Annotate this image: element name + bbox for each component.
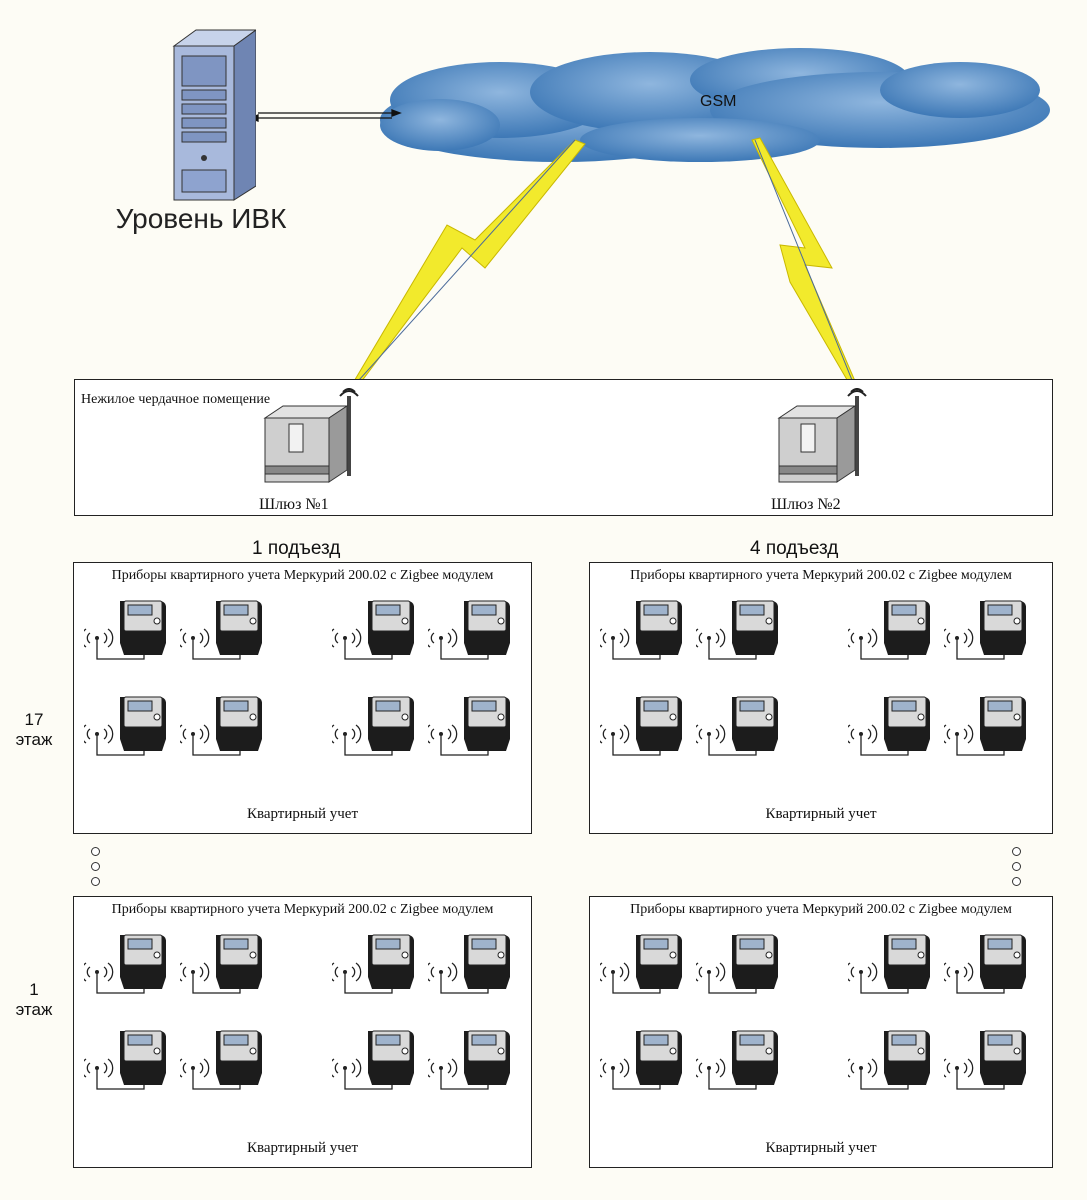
electricity-meter-icon — [844, 593, 936, 665]
electricity-meter-icon — [80, 1023, 172, 1095]
electricity-meter-icon — [328, 593, 420, 665]
electricity-meter-icon — [940, 1023, 1032, 1095]
floor-1-label: 1 этаж — [4, 980, 64, 1020]
panel-footer: Квартирный учет — [246, 806, 359, 822]
gateway-icon — [263, 388, 359, 483]
electricity-meter-icon — [844, 689, 936, 761]
electricity-meter-icon — [176, 927, 268, 999]
panel-title: Приборы квартирного учета Меркурий 200.0… — [630, 568, 1012, 583]
ellipsis-dots-left — [91, 843, 103, 892]
electricity-meter-icon — [596, 1023, 688, 1095]
electricity-meter-icon — [940, 927, 1032, 999]
gateway-2-label: Шлюз №2 — [771, 496, 841, 513]
panel-entrance-1-floor-1: Приборы квартирного учета Меркурий 200.0… — [73, 896, 532, 1168]
attic-room-box: Нежилое чердачное помещение Шлюз №1 Шлюз… — [74, 379, 1053, 516]
gsm-label: GSM — [700, 93, 737, 110]
cloud-icon — [380, 48, 1050, 162]
electricity-meter-icon — [940, 689, 1032, 761]
lightning-bolt-1 — [349, 139, 586, 391]
electricity-meter-icon — [844, 927, 936, 999]
entrance-1-title: 1 подъезд — [252, 538, 341, 559]
panel-footer: Квартирный учет — [765, 1140, 877, 1156]
server-tower-icon — [166, 28, 258, 208]
electricity-meter-icon — [176, 593, 268, 665]
electricity-meter-icon — [692, 689, 784, 761]
electricity-meter-icon — [596, 593, 688, 665]
panel-entrance-4-floor-1: Приборы квартирного учета Меркурий 200.0… — [589, 896, 1053, 1168]
electricity-meter-icon — [692, 927, 784, 999]
electricity-meter-icon — [692, 593, 784, 665]
server-label: Уровень ИВК — [115, 203, 287, 234]
electricity-meter-icon — [176, 689, 268, 761]
electricity-meter-icon — [328, 1023, 420, 1095]
electricity-meter-icon — [844, 1023, 936, 1095]
electricity-meter-icon — [328, 927, 420, 999]
floor-1-label-text: 1 этаж — [15, 980, 53, 1019]
electricity-meter-icon — [328, 689, 420, 761]
panel-title: Приборы квартирного учета Меркурий 200.0… — [111, 902, 494, 917]
gateway-1 — [261, 388, 371, 489]
ellipsis-dots-right — [1012, 843, 1024, 892]
panel-entrance-1-floor-17: Приборы квартирного учета Меркурий 200.0… — [73, 562, 532, 834]
electricity-meter-icon — [80, 593, 172, 665]
entrance-4-title: 4 подъезд — [750, 538, 839, 559]
electricity-meter-icon — [80, 927, 172, 999]
gateway-1-label: Шлюз №1 — [259, 496, 329, 513]
floor-17-label-text: 17 этаж — [15, 710, 53, 749]
floor-17-label: 17 этаж — [4, 710, 64, 750]
panel-entrance-4-floor-17: Приборы квартирного учета Меркурий 200.0… — [589, 562, 1053, 834]
electricity-meter-icon — [692, 1023, 784, 1095]
electricity-meter-icon — [80, 689, 172, 761]
panel-footer: Квартирный учет — [246, 1140, 359, 1156]
gateway-icon — [777, 388, 867, 483]
electricity-meter-icon — [424, 593, 516, 665]
attic-room-label: Нежилое чердачное помещение — [81, 392, 271, 407]
server-cloud-link — [248, 109, 402, 122]
electricity-meter-icon — [940, 593, 1032, 665]
panel-title: Приборы квартирного учета Меркурий 200.0… — [111, 568, 494, 583]
electricity-meter-icon — [424, 1023, 516, 1095]
panel-footer: Квартирный учет — [765, 806, 877, 822]
gateway-2 — [775, 388, 885, 489]
electricity-meter-icon — [424, 689, 516, 761]
electricity-meter-icon — [424, 927, 516, 999]
panel-title: Приборы квартирного учета Меркурий 200.0… — [630, 902, 1012, 917]
electricity-meter-icon — [596, 927, 688, 999]
electricity-meter-icon — [596, 689, 688, 761]
electricity-meter-icon — [176, 1023, 268, 1095]
